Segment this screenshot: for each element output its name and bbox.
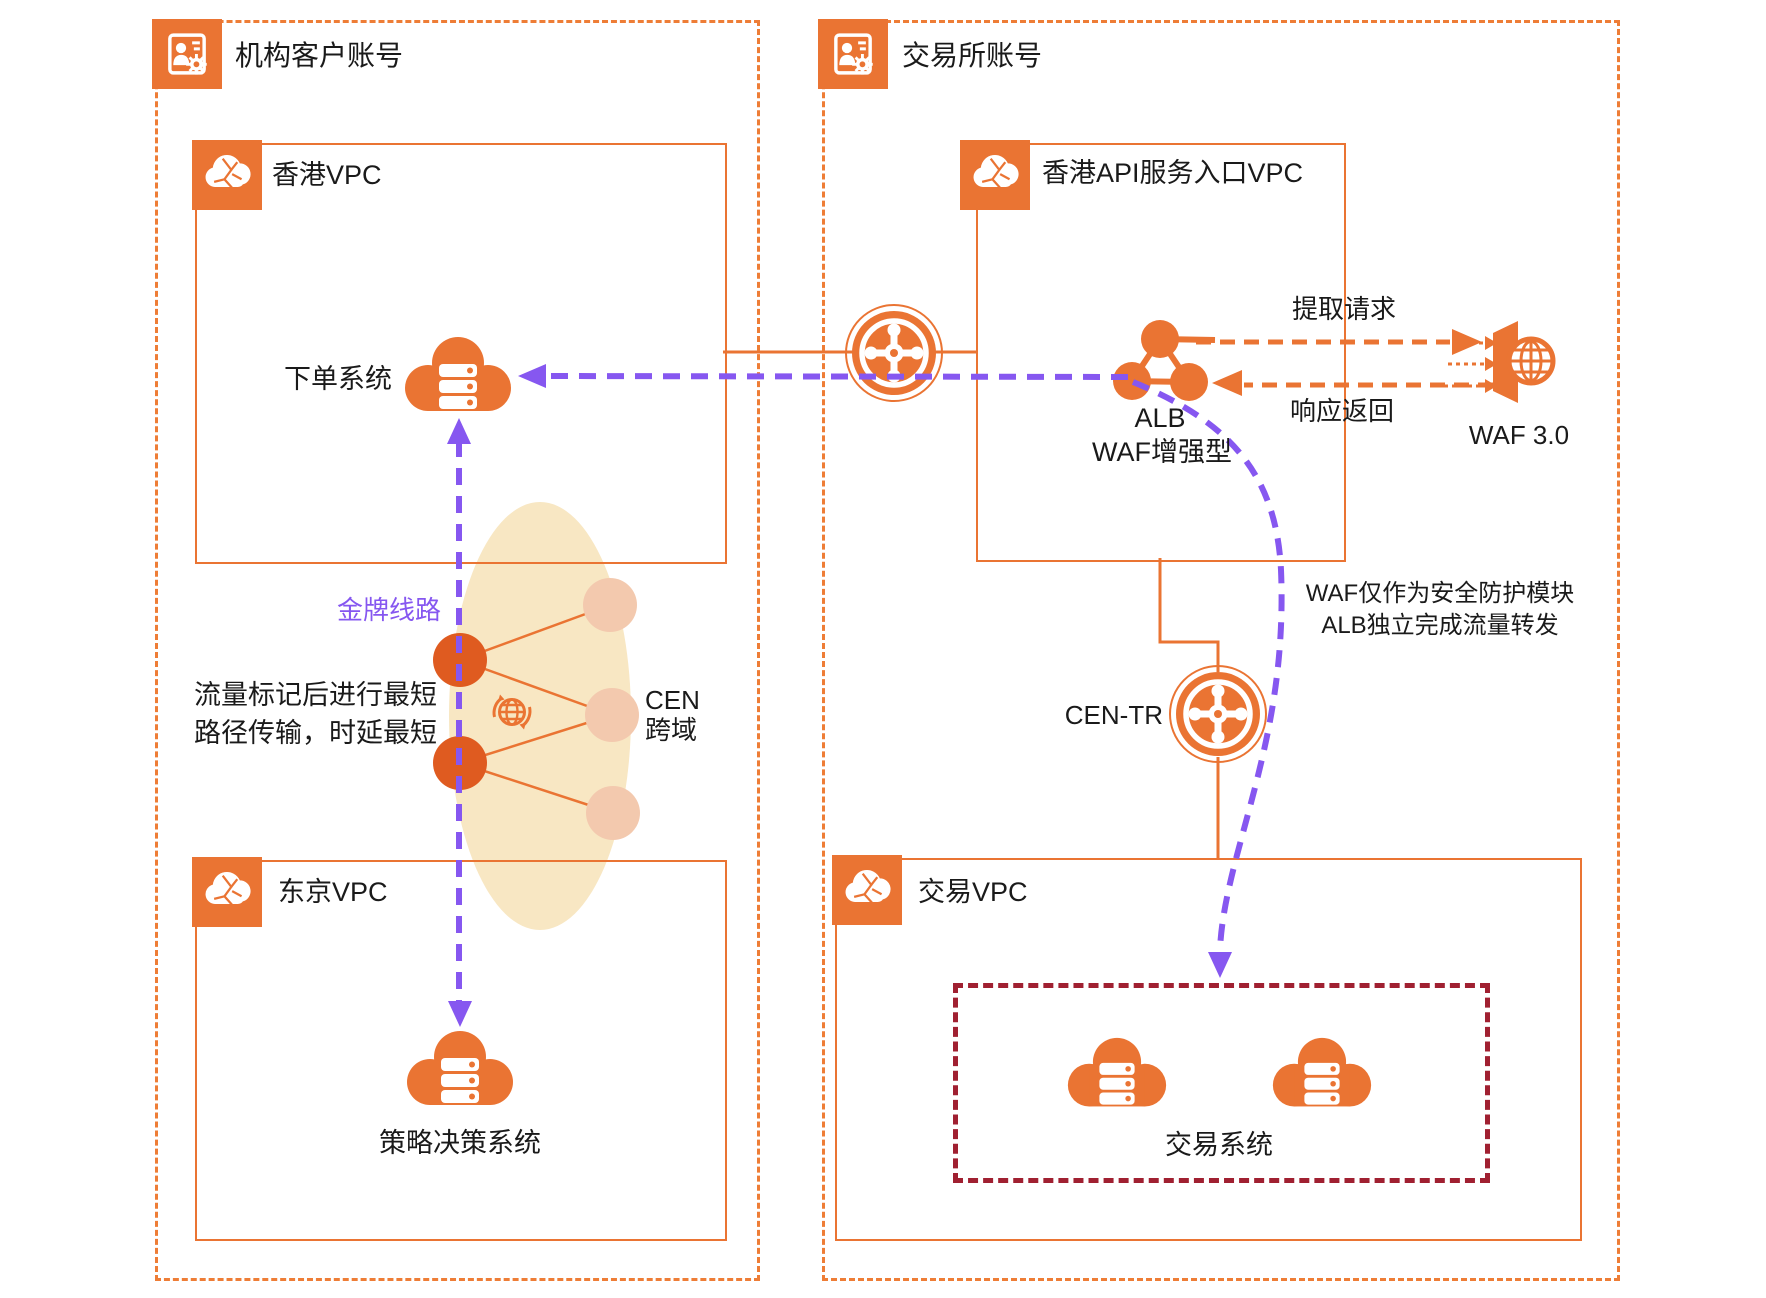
hk-vpc-title: 香港VPC: [272, 160, 382, 190]
traffic-note-line2: 路径传输，时延最短: [194, 718, 437, 748]
request-flow-label: 提取请求: [1291, 294, 1397, 324]
cen-router-icon: [844, 303, 944, 403]
cen-label-line2: 跨域: [645, 715, 698, 745]
customer-account-icon: [152, 19, 222, 89]
cen-tr-icon: [1168, 664, 1268, 764]
strategy-system-label: 策略决策系统: [379, 1128, 541, 1158]
order-system-icon: [403, 335, 513, 417]
alb-name-label: ALB: [1134, 403, 1186, 433]
cen-label-line1: CEN: [645, 685, 700, 715]
cen-tr-label: CEN-TR: [1064, 700, 1163, 730]
tokyo-vpc-icon: [192, 857, 262, 927]
customer-account-title: 机构客户账号: [235, 40, 404, 71]
cen-node-right-2: [585, 688, 639, 742]
waf-icon: [1493, 321, 1557, 403]
exchange-account-icon: [818, 19, 888, 89]
cen-node-right-3: [586, 786, 640, 840]
trading-system-icon-2: [1271, 1036, 1373, 1112]
alb-icon: [1113, 320, 1216, 401]
trade-vpc-title: 交易VPC: [918, 877, 1028, 907]
trade-vpc-icon: [832, 855, 902, 925]
exchange-account-container: [822, 20, 1620, 1281]
gold-line-label: 金牌线路: [337, 595, 442, 625]
trading-system-icon-1: [1066, 1036, 1168, 1112]
order-system-label: 下单系统: [284, 364, 392, 394]
trading-system-zone: [953, 983, 1490, 1183]
waf-note-line2: ALB独立完成流量转发: [1321, 612, 1559, 639]
waf-label: WAF 3.0: [1468, 420, 1570, 450]
alb-type-label: WAF增强型: [1092, 437, 1232, 467]
exchange-account-title: 交易所账号: [902, 40, 1043, 71]
cen-globe-icon: [488, 688, 536, 736]
hk-api-vpc-title: 香港API服务入口VPC: [1042, 158, 1304, 188]
hk-api-vpc-icon: [960, 140, 1030, 210]
cen-node-right-1: [583, 578, 637, 632]
waf-note-line1: WAF仅作为安全防护模块: [1305, 580, 1575, 607]
cen-node-left-2: [433, 736, 487, 790]
traffic-note-line1: 流量标记后进行最短: [194, 680, 437, 710]
trading-system-label: 交易系统: [1165, 1130, 1273, 1160]
strategy-system-icon: [405, 1029, 515, 1111]
customer-account-container: [155, 20, 760, 1281]
hk-vpc-icon: [192, 140, 262, 210]
response-flow-label: 响应返回: [1289, 396, 1395, 426]
tokyo-vpc-title: 东京VPC: [278, 877, 388, 907]
cen-node-left-1: [433, 633, 487, 687]
